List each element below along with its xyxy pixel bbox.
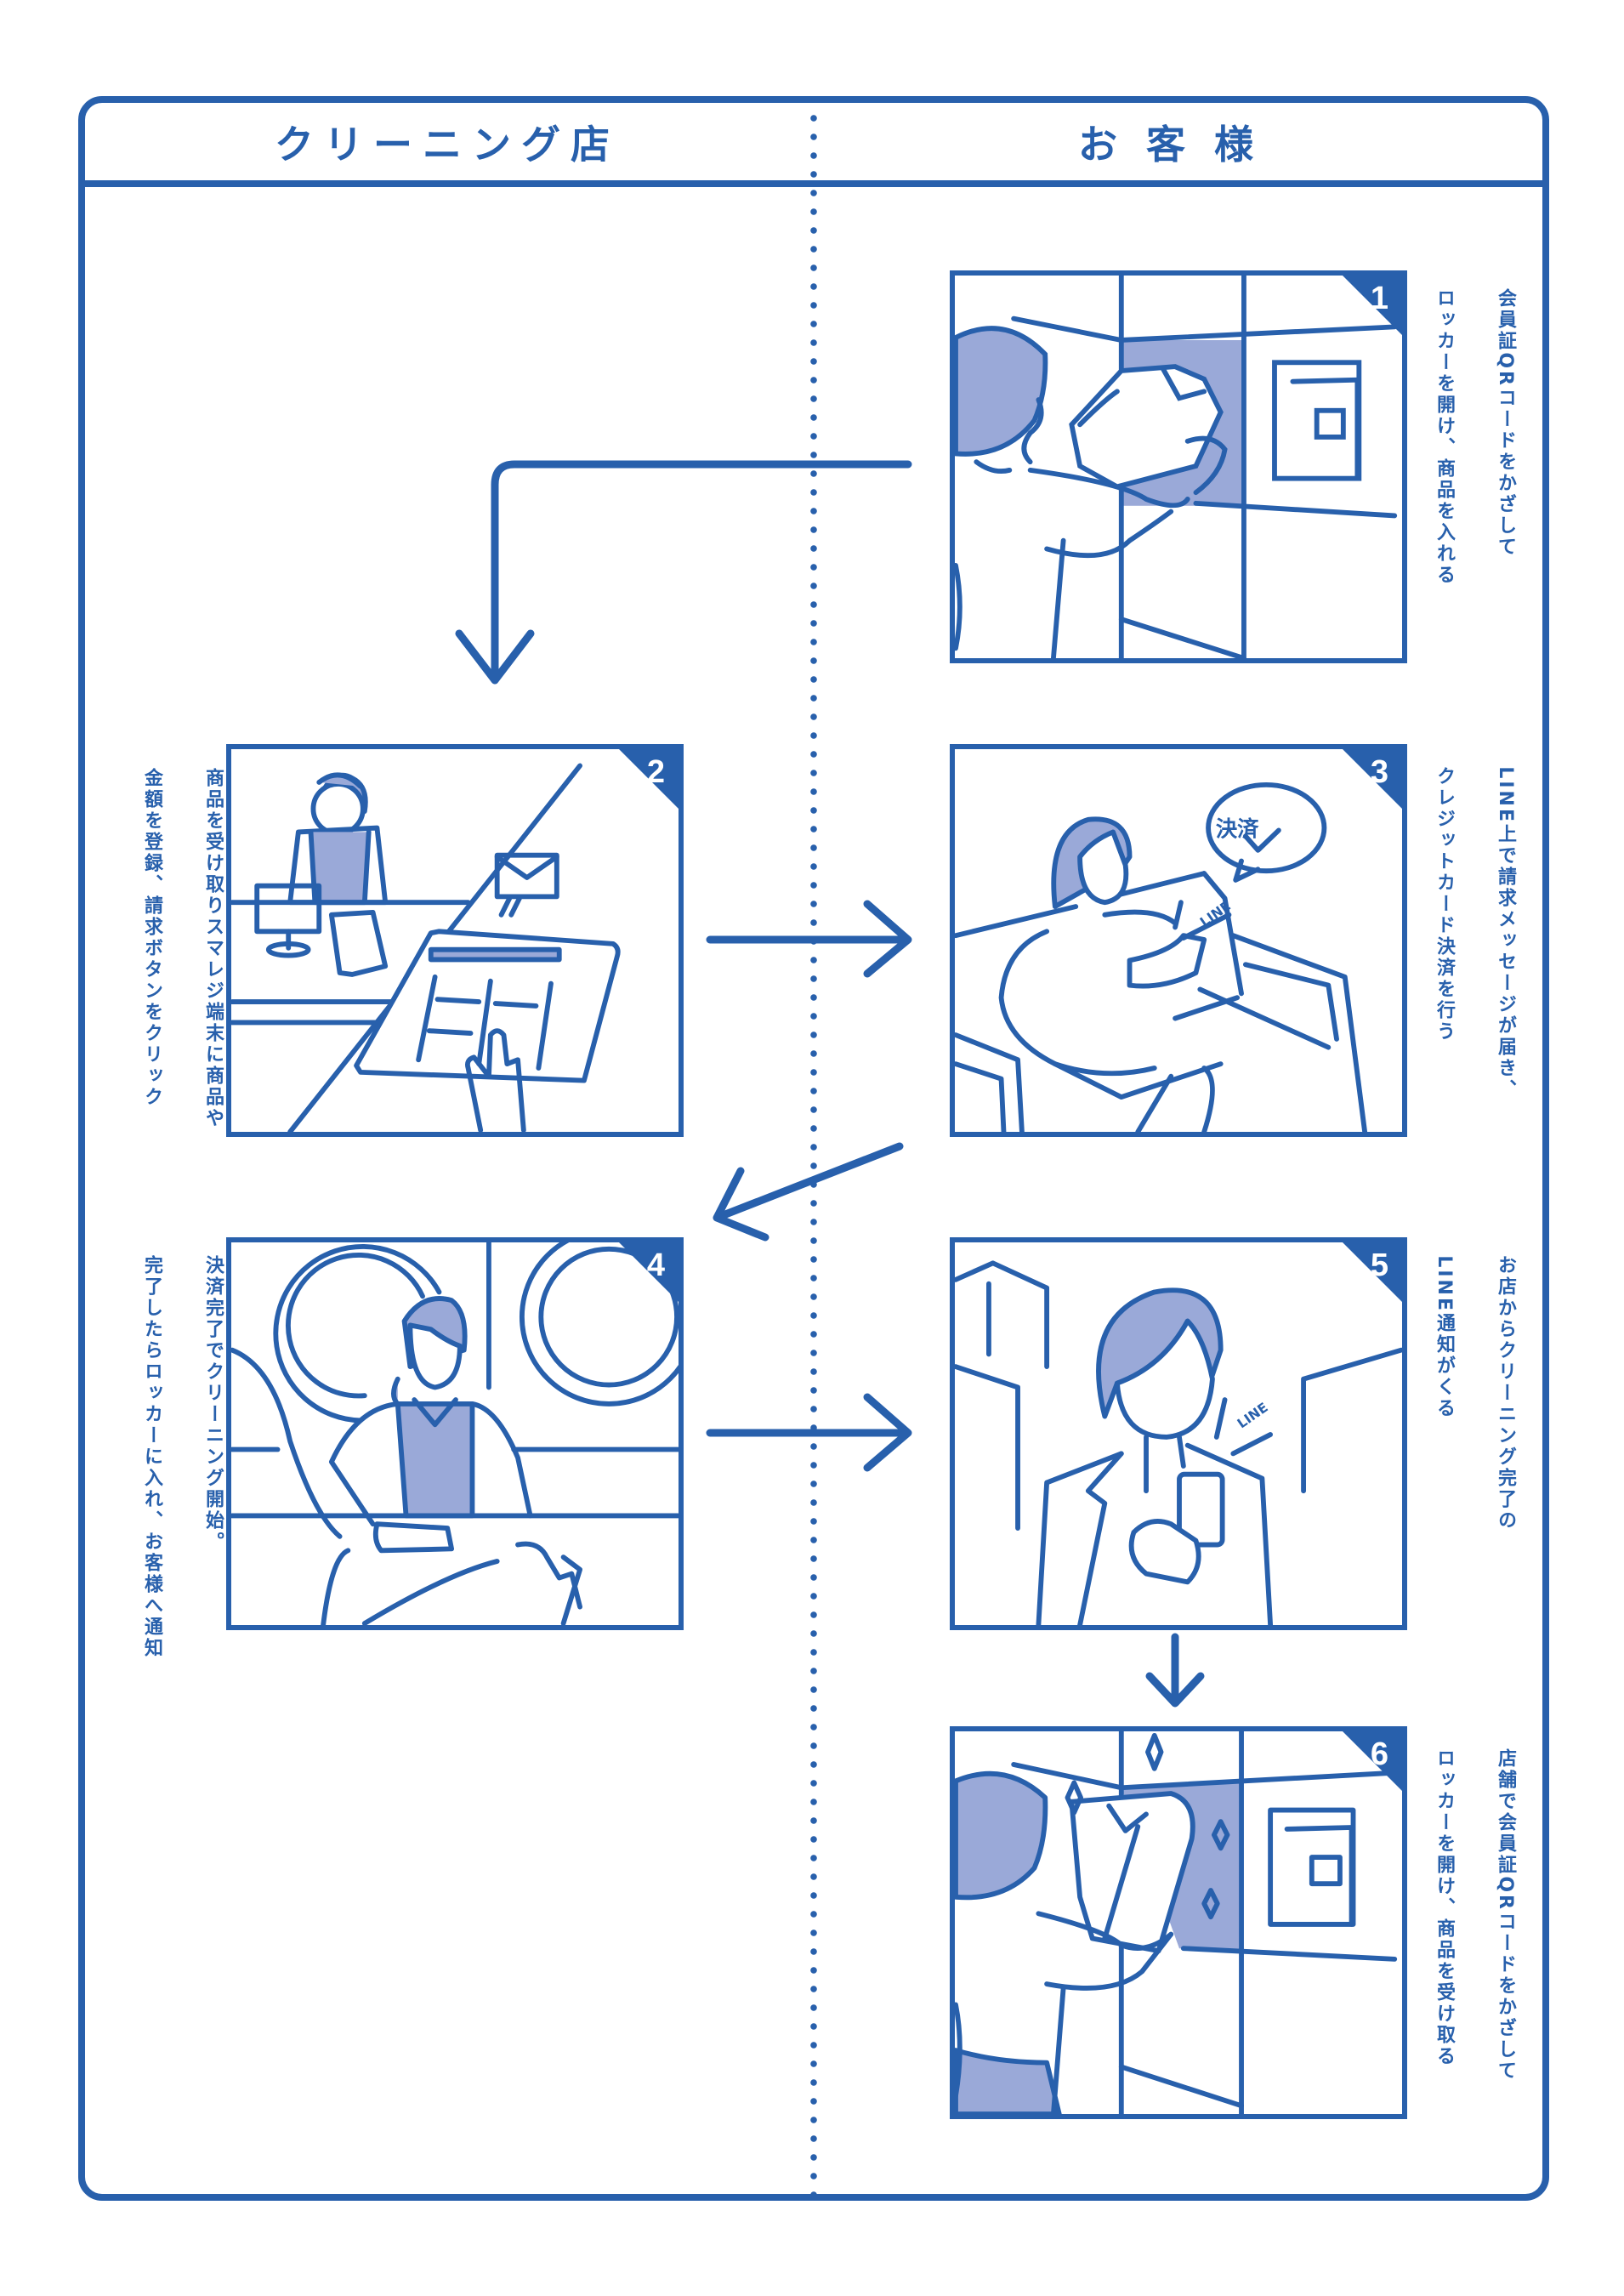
step-4-caption-line-2: 完了したらロッカーに入れ、お客様へ通知 <box>141 1255 162 1660</box>
step-5-caption-line-2: LINE通知がくる <box>1434 1255 1455 1419</box>
step-number-2: 2 <box>646 754 665 790</box>
step-4-panel: 4 <box>226 1237 684 1630</box>
step-badge-3 <box>1343 749 1402 809</box>
step-3-caption-line-1: LINE上で請求メッセージが届き、 <box>1495 766 1516 1100</box>
column-title-cleaning-shop: クリーニング店 <box>275 122 620 168</box>
step-4-caption-line-1: 決済完了でクリーニング開始。 <box>202 1255 224 1554</box>
locker-deposit-illustration <box>955 276 1398 658</box>
step-2-panel: 2 <box>226 744 684 1137</box>
ironing-illustration <box>231 1242 679 1625</box>
step-4-caption: 決済完了でクリーニング開始。 完了したらロッカーに入れ、お客様へ通知 <box>136 1237 258 1659</box>
step-5-caption: お店からクリーニング完了の LINE通知がくる <box>1428 1237 1551 1560</box>
step-5-caption-line-1: お店からクリーニング完了の <box>1495 1255 1516 1532</box>
step-2-caption: 商品を受け取りスマレジ端末に商品や 金額を登録、請求ボタンをクリック <box>136 750 258 1141</box>
step-2-caption-line-2: 金額を登録、請求ボタンをクリック <box>141 768 162 1109</box>
step-1-caption: 会員証QRコードをかざして ロッカーを開け、商品を入れる <box>1428 270 1551 628</box>
step-badge-2 <box>619 749 679 809</box>
step-3-caption: LINE上で請求メッセージが届き、 クレジットカード決済を行う <box>1428 748 1551 1148</box>
dotted-column-divider <box>810 109 817 2197</box>
step-badge-4 <box>619 1242 679 1302</box>
step-6-caption-line-2: ロッカーを開け、商品を受け取る <box>1434 1748 1455 2068</box>
step-6-caption-line-1: 店舗で会員証QRコードをかざして <box>1495 1748 1516 2082</box>
step-3-caption-line-2: クレジットカード決済を行う <box>1434 766 1455 1043</box>
step-2-caption-line-1: 商品を受け取りスマレジ端末に商品や <box>202 768 224 1130</box>
step-number-6: 6 <box>1370 1736 1388 1772</box>
column-title-customer: お客様 <box>1078 122 1282 168</box>
step-number-5: 5 <box>1370 1247 1388 1283</box>
step-6-panel: 6 <box>950 1726 1407 2119</box>
step-1-caption-line-2: ロッカーを開け、商品を入れる <box>1434 288 1455 587</box>
step-1-caption-line-1: 会員証QRコードをかざして <box>1495 288 1516 558</box>
line-payment-illustration: 決済 LINE <box>955 781 1368 1132</box>
line-tag-text-5: LINE <box>1235 1400 1271 1431</box>
line-notification-illustration: LINE <box>955 1260 1402 1625</box>
locker-pickup-illustration <box>955 1731 1398 2114</box>
step-badge-1 <box>1343 276 1402 335</box>
step-badge-5 <box>1343 1242 1402 1302</box>
step-3-panel: 決済 LINE 3 <box>950 744 1407 1137</box>
step-number-3: 3 <box>1370 754 1388 790</box>
step-6-caption: 店舗で会員証QRコードをかざして ロッカーを開け、商品を受け取る <box>1428 1731 1551 2139</box>
step-5-panel: LINE 5 <box>950 1237 1407 1630</box>
pos-register-illustration <box>231 763 621 1132</box>
step-number-1: 1 <box>1370 281 1388 316</box>
payment-bubble-text: 決済 <box>1216 816 1259 841</box>
step-number-4: 4 <box>646 1247 665 1283</box>
flow-frame <box>78 96 1549 2201</box>
step-1-panel: 1 <box>950 270 1407 663</box>
step-badge-6 <box>1343 1731 1402 1791</box>
